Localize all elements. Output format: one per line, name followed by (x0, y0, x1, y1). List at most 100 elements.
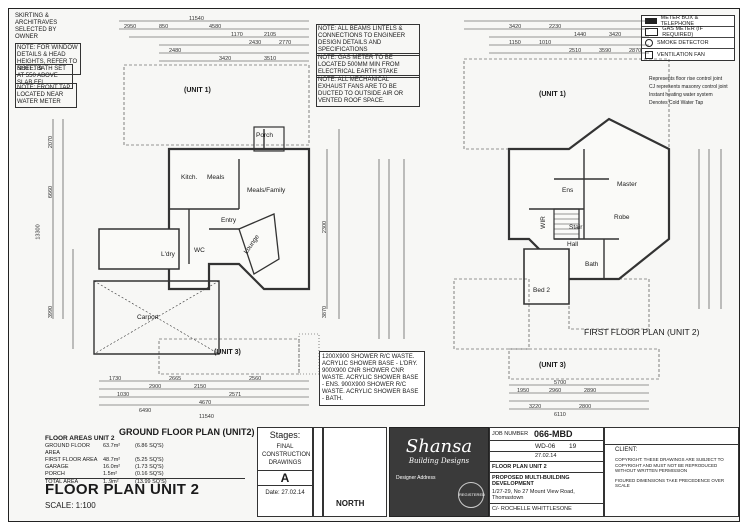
ground-dim-bottom: 4670 (199, 400, 212, 406)
drawing-sheet: SKIRTING & ARCHITRAVES SELECTED BY OWNER… (8, 8, 740, 522)
plan-drawings (52, 20, 722, 482)
designer-address: Designer Address (396, 475, 436, 481)
ground-dim-top: 4580 (209, 24, 222, 30)
legend: METER BOX & TELEPHONE GAS METER (IF REQU… (641, 15, 735, 61)
ground-dim-bottom: 2665 (169, 376, 182, 382)
first-dim-top: 2510 (569, 48, 582, 54)
first-dim-top: 3420 (609, 32, 622, 38)
ground-dim-bottom: 2571 (229, 392, 242, 398)
ground-dim-top: 2950 (124, 24, 137, 30)
ground-room-porch: Porch (256, 132, 273, 139)
ground-dim-top: 3420 (219, 56, 232, 62)
first-dim-top: 1150 (509, 40, 521, 46)
ground-unit1-label: (UNIT 1) (184, 87, 211, 94)
sheet-total: 19 (569, 442, 577, 450)
copyright-note: COPYRIGHT: THESE DRAWINGS ARE SUBJECT TO… (615, 457, 724, 473)
first-room-bed2: Bed 2 (533, 287, 550, 294)
ground-floor-caption: GROUND FLOOR PLAN (UNIT2) (119, 427, 255, 437)
first-dim-bottom: 6110 (554, 412, 566, 418)
company-sub: Building Designs (408, 457, 470, 465)
ground-room-kitch: Kitch. (181, 174, 198, 181)
ground-room-meals-family: Meals/Family (247, 187, 286, 194)
first-dim-bottom: 2890 (584, 388, 597, 394)
sheet-row: WD-06 19 (490, 441, 603, 452)
first-floor-caption: FIRST FLOOR PLAN (UNIT 2) (584, 327, 700, 337)
sheet-title: FLOOR PLAN UNIT 2 (45, 481, 200, 498)
sheet-number: WD-06 (535, 442, 556, 450)
ground-room-ldry: L'dry (161, 251, 175, 258)
revision-row (605, 428, 738, 445)
client-block: CLIENT: COPYRIGHT: THESE DRAWINGS ARE SU… (604, 427, 739, 517)
job-address-1: 1/27-29, No 27 Mount View Road, (492, 489, 575, 495)
stages-date: Date: 27.02.14 (265, 490, 305, 496)
note-window: NOTE: FOR WINDOW DETAILS & HEAD HEIGHTS,… (15, 43, 81, 75)
company-name: Shansa (405, 436, 473, 457)
ground-dim-side: 6660 (48, 185, 55, 199)
legend-meter-box: METER BOX & TELEPHONE (642, 15, 734, 27)
first-dim-top: 1010 (539, 40, 552, 46)
first-dim-bottom: 5700 (554, 380, 567, 386)
first-room-bath: Bath (585, 261, 599, 268)
ground-unit3-label: (UNIT 3) (214, 349, 241, 356)
gas-meter-icon (645, 28, 659, 36)
vent-fan-icon (645, 50, 653, 59)
ground-room-carport: Carport (137, 314, 159, 321)
first-dim-bottom: 2960 (549, 388, 562, 394)
ground-room-entry: Entry (221, 217, 237, 224)
ground-room-wc: WC (194, 247, 205, 254)
ground-dim-bottom: 2900 (149, 384, 162, 390)
ground-dim-top: 2105 (264, 32, 277, 38)
first-room-master: Master (617, 181, 637, 188)
first-dim-bottom: 1950 (517, 388, 530, 394)
job-number: 066-MBD (534, 429, 573, 439)
job-title: FLOOR PLAN UNIT 2 (490, 462, 603, 473)
north-label: NORTH (336, 499, 365, 508)
ground-dim-side: 3990 (48, 305, 55, 319)
first-dim-top: 1440 (574, 32, 587, 38)
first-dim-bottom: 3220 (529, 404, 542, 410)
sheet-scale: SCALE: 1:100 (45, 501, 96, 510)
ground-dim-side: 2070 (48, 135, 55, 149)
ground-dim-side: 2300 (322, 220, 329, 234)
ground-dim-bottom-total: 11540 (199, 414, 214, 420)
ground-dim-top: 2430 (249, 40, 262, 46)
first-dim-top: 2230 (549, 24, 562, 30)
ground-dim-top: 2770 (279, 40, 292, 46)
ground-dim-top-total: 11540 (189, 16, 204, 22)
first-dim-top: 3420 (509, 24, 522, 30)
stages-final: FINAL CONSTRUCTION DRAWINGS (262, 444, 311, 466)
job-address-2: Thomastown (492, 495, 524, 501)
ground-dim-bottom: 2150 (194, 384, 207, 390)
first-room-stair: Stair (569, 224, 583, 231)
ground-dim-top: 3510 (264, 56, 277, 62)
legend-gas-meter: GAS METER (IF REQUIRED) (642, 26, 734, 38)
ground-room-meals: Meals (207, 174, 225, 181)
note-skirting: SKIRTING & ARCHITRAVES SELECTED BY OWNER (15, 13, 58, 40)
floor-areas-heading: FLOOR AREAS UNIT 2 (45, 435, 115, 442)
first-room-ens: Ens (562, 187, 574, 194)
first-unit1-label: (UNIT 1) (539, 91, 566, 98)
smoke-detector-icon (645, 39, 653, 47)
ground-dim-top: 2480 (169, 48, 182, 54)
first-room-robe: Robe (614, 214, 630, 221)
legend-hot-water: Instant heating water system (649, 92, 713, 98)
ground-dim-side: 13300 (35, 224, 42, 240)
company-block: Shansa Building Designs Designer Address… (389, 427, 489, 517)
job-number-label: JOB NUMBER (492, 431, 529, 437)
legend-vent: VENTILATION FAN (642, 49, 734, 60)
note-beams: NOTE: ALL BEAMS LINTELS & CONNECTIONS TO… (316, 24, 420, 56)
ground-dim-bottom: 1030 (117, 392, 130, 398)
stages-box: Stages: FINAL CONSTRUCTION DRAWINGS A Da… (257, 427, 313, 517)
ground-dim-top: 1170 (231, 32, 243, 38)
first-unit3-label: (UNIT 3) (539, 362, 566, 369)
ground-dim-bottom: 6490 (139, 408, 152, 414)
warning-strip (313, 427, 323, 517)
ground-dim-bottom: 2560 (249, 376, 262, 382)
ground-dim-bottom: 1730 (109, 376, 122, 382)
